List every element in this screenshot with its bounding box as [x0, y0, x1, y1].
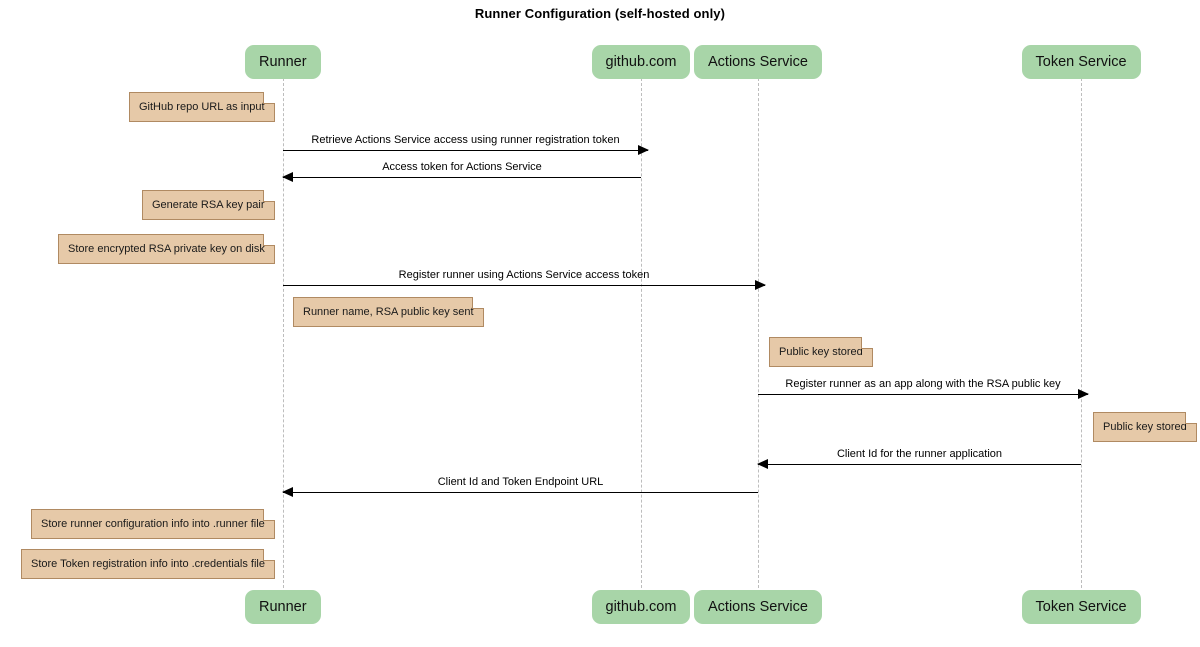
note-text: Public key stored	[1103, 420, 1187, 433]
message-label: Client Id and Token Endpoint URL	[437, 476, 604, 488]
participant-label: github.com	[605, 599, 677, 615]
note-text: Store runner configuration info into .ru…	[41, 517, 265, 530]
message-label: Register runner using Actions Service ac…	[398, 269, 650, 281]
message-line	[758, 464, 1081, 465]
msg-access-token[interactable]: Access token for Actions Service	[282, 161, 641, 182]
message-line	[283, 150, 648, 151]
msg-register-runner[interactable]: Register runner using Actions Service ac…	[283, 269, 766, 290]
note-generate-rsa[interactable]: Generate RSA key pair	[142, 190, 275, 220]
participant-label: Runner	[259, 599, 307, 615]
page-title: Runner Configuration (self-hosted only)	[474, 6, 726, 21]
note-text: Runner name, RSA public key sent	[303, 305, 474, 318]
participant-label: Runner	[259, 54, 307, 70]
participant-token-bottom[interactable]: Token Service	[1021, 590, 1141, 624]
note-text: Store Token registration info into .cred…	[31, 557, 265, 570]
participant-label: Actions Service	[708, 54, 808, 70]
arrowhead-left-icon	[282, 172, 293, 182]
message-line	[283, 285, 765, 286]
participant-github-bottom[interactable]: github.com	[591, 590, 691, 624]
participant-label: Token Service	[1035, 599, 1127, 615]
note-store-private-key[interactable]: Store encrypted RSA private key on disk	[58, 234, 275, 264]
arrowhead-left-icon	[282, 487, 293, 497]
note-text: Public key stored	[779, 345, 863, 358]
note-text: Store encrypted RSA private key on disk	[68, 242, 265, 255]
participant-label: github.com	[605, 54, 677, 70]
message-line	[283, 492, 758, 493]
arrowhead-right-icon	[638, 145, 649, 155]
note-text: Generate RSA key pair	[152, 198, 265, 211]
message-label: Retrieve Actions Service access using ru…	[311, 134, 620, 146]
participant-runner-top[interactable]: Runner	[245, 45, 321, 79]
lifeline-actions	[758, 78, 759, 588]
msg-client-id-token-endpoint[interactable]: Client Id and Token Endpoint URL	[282, 476, 758, 497]
arrowhead-left-icon	[757, 459, 768, 469]
lifeline-github	[641, 78, 642, 588]
msg-client-id-runner-app[interactable]: Client Id for the runner application	[757, 448, 1081, 469]
lifeline-runner	[283, 78, 284, 588]
note-store-token-registration[interactable]: Store Token registration info into .cred…	[21, 549, 275, 579]
note-store-runner-config[interactable]: Store runner configuration info into .ru…	[31, 509, 275, 539]
note-public-key-stored-token[interactable]: Public key stored	[1093, 412, 1197, 442]
message-label: Client Id for the runner application	[836, 448, 1003, 460]
message-label: Register runner as an app along with the…	[785, 378, 1061, 390]
participant-runner-bottom[interactable]: Runner	[245, 590, 321, 624]
note-runner-name-public-key[interactable]: Runner name, RSA public key sent	[293, 297, 484, 327]
participant-actions-bottom[interactable]: Actions Service	[694, 590, 822, 624]
message-line	[283, 177, 641, 178]
participant-github-top[interactable]: github.com	[591, 45, 691, 79]
participant-label: Actions Service	[708, 599, 808, 615]
msg-retrieve-actions-access[interactable]: Retrieve Actions Service access using ru…	[283, 134, 649, 155]
participant-token-top[interactable]: Token Service	[1021, 45, 1141, 79]
participant-label: Token Service	[1035, 54, 1127, 70]
arrowhead-right-icon	[1078, 389, 1089, 399]
arrowhead-right-icon	[755, 280, 766, 290]
participant-actions-top[interactable]: Actions Service	[694, 45, 822, 79]
message-line	[758, 394, 1088, 395]
lifeline-token	[1081, 78, 1082, 588]
note-github-repo-url[interactable]: GitHub repo URL as input	[129, 92, 275, 122]
message-label: Access token for Actions Service	[382, 161, 542, 173]
note-text: GitHub repo URL as input	[139, 100, 265, 113]
note-public-key-stored-actions[interactable]: Public key stored	[769, 337, 873, 367]
msg-register-runner-as-app[interactable]: Register runner as an app along with the…	[758, 378, 1089, 399]
